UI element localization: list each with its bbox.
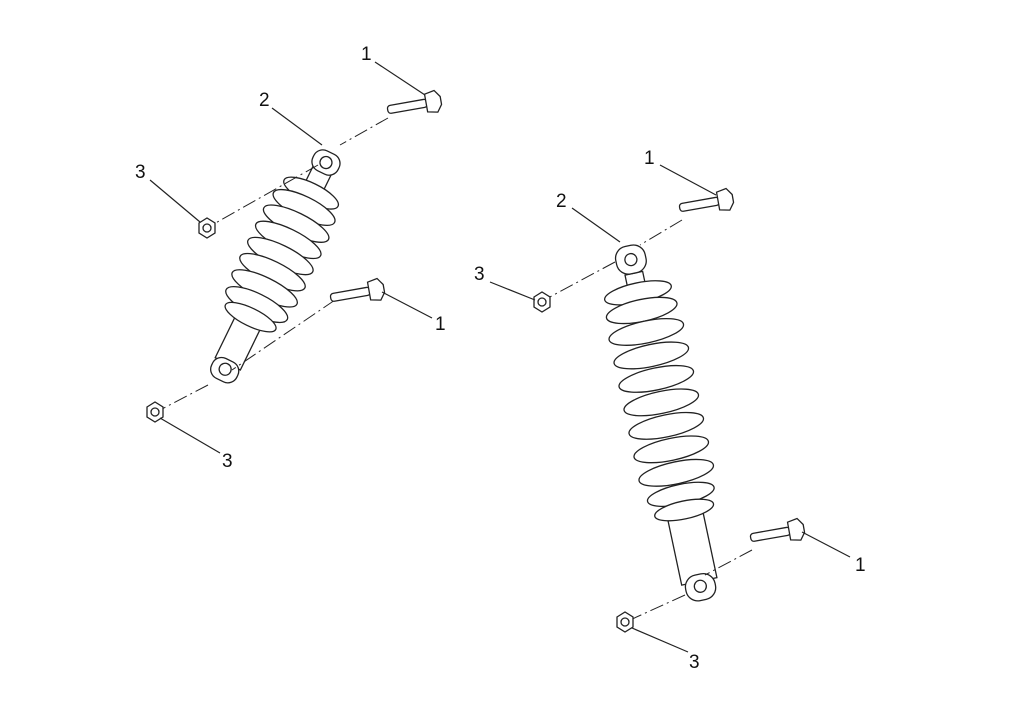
nut-icon — [198, 217, 216, 239]
callout-3: 3 — [222, 451, 233, 472]
bolt-icon — [385, 88, 444, 122]
nut-icon — [533, 291, 551, 313]
callout-3: 3 — [689, 652, 700, 673]
spring-coils — [224, 176, 340, 333]
left-shock-assembly: 1 2 3 1 3 — [135, 44, 446, 472]
bolt-icon — [748, 516, 807, 550]
callout-1: 1 — [855, 555, 866, 576]
right-shock-assembly: 1 2 3 1 3 — [474, 148, 866, 673]
spring-coils — [603, 280, 715, 522]
nut-icon — [616, 611, 634, 633]
left-shock-absorber — [210, 149, 341, 384]
bolt-icon — [328, 276, 387, 310]
callout-3: 3 — [135, 162, 146, 183]
callout-2: 2 — [556, 191, 567, 212]
callout-1: 1 — [435, 314, 446, 335]
callout-1: 1 — [644, 148, 655, 169]
callout-2: 2 — [259, 90, 270, 111]
callout-3: 3 — [474, 264, 485, 285]
callout-1: 1 — [361, 44, 372, 65]
bolt-icon — [677, 186, 736, 220]
right-shock-absorber — [603, 244, 718, 602]
